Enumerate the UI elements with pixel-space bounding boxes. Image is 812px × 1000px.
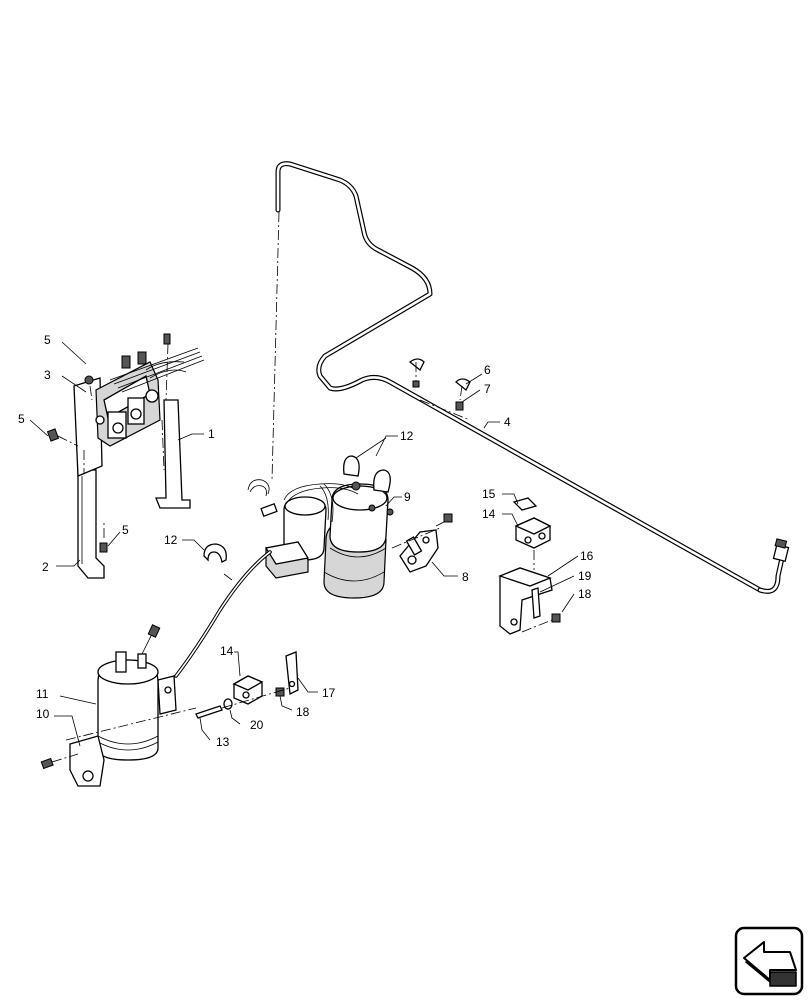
- tube-clip: [408, 358, 471, 421]
- callout-14-right: 14: [482, 507, 496, 521]
- air-dryer-assembly: [260, 481, 394, 599]
- callout-13: 13: [216, 735, 230, 749]
- tube-clamp-upper: [498, 497, 561, 635]
- callout-20: 20: [250, 718, 264, 732]
- callout-16: 16: [580, 549, 594, 563]
- callouts: 5 3 5 1 5 2 12 12 9 8 4 6 7 15 14 16 19 …: [18, 333, 594, 749]
- callout-19: 19: [578, 569, 592, 583]
- reservoir-bracket: [40, 707, 197, 787]
- centerline-tube-to-dryer: [271, 211, 280, 481]
- callout-4: 4: [504, 415, 511, 429]
- callout-5-top: 5: [44, 333, 51, 347]
- callout-11: 11: [36, 687, 49, 701]
- callout-18-lower: 18: [296, 705, 310, 719]
- callout-15: 15: [482, 487, 496, 501]
- callout-leaders: [29, 341, 579, 747]
- dryer-mounting-bracket: [391, 513, 453, 573]
- hose-clamp: [247, 455, 391, 497]
- callout-12-top: 12: [400, 429, 414, 443]
- callout-10: 10: [36, 707, 50, 721]
- callout-14-lower: 14: [220, 644, 234, 658]
- air-hose: [174, 550, 272, 678]
- tube-clamp-lower: [195, 651, 299, 719]
- callout-6: 6: [484, 363, 491, 377]
- callout-8: 8: [462, 570, 469, 584]
- callout-1: 1: [208, 427, 215, 441]
- callout-5-bottom: 5: [122, 523, 129, 537]
- air-reservoir: [97, 624, 177, 761]
- callout-7: 7: [484, 382, 491, 396]
- callout-18-right: 18: [578, 587, 592, 601]
- callout-2: 2: [42, 560, 49, 574]
- callout-12-left: 12: [164, 533, 178, 547]
- previous-page-arrow-icon[interactable]: [734, 926, 804, 996]
- control-valve-assembly: [46, 333, 205, 579]
- callout-9: 9: [404, 490, 411, 504]
- brake-line-tube: [275, 161, 790, 594]
- hose-clamp-loose: [203, 543, 227, 563]
- callout-3: 3: [44, 368, 51, 382]
- callout-17: 17: [322, 686, 336, 700]
- callout-5-left: 5: [18, 412, 25, 426]
